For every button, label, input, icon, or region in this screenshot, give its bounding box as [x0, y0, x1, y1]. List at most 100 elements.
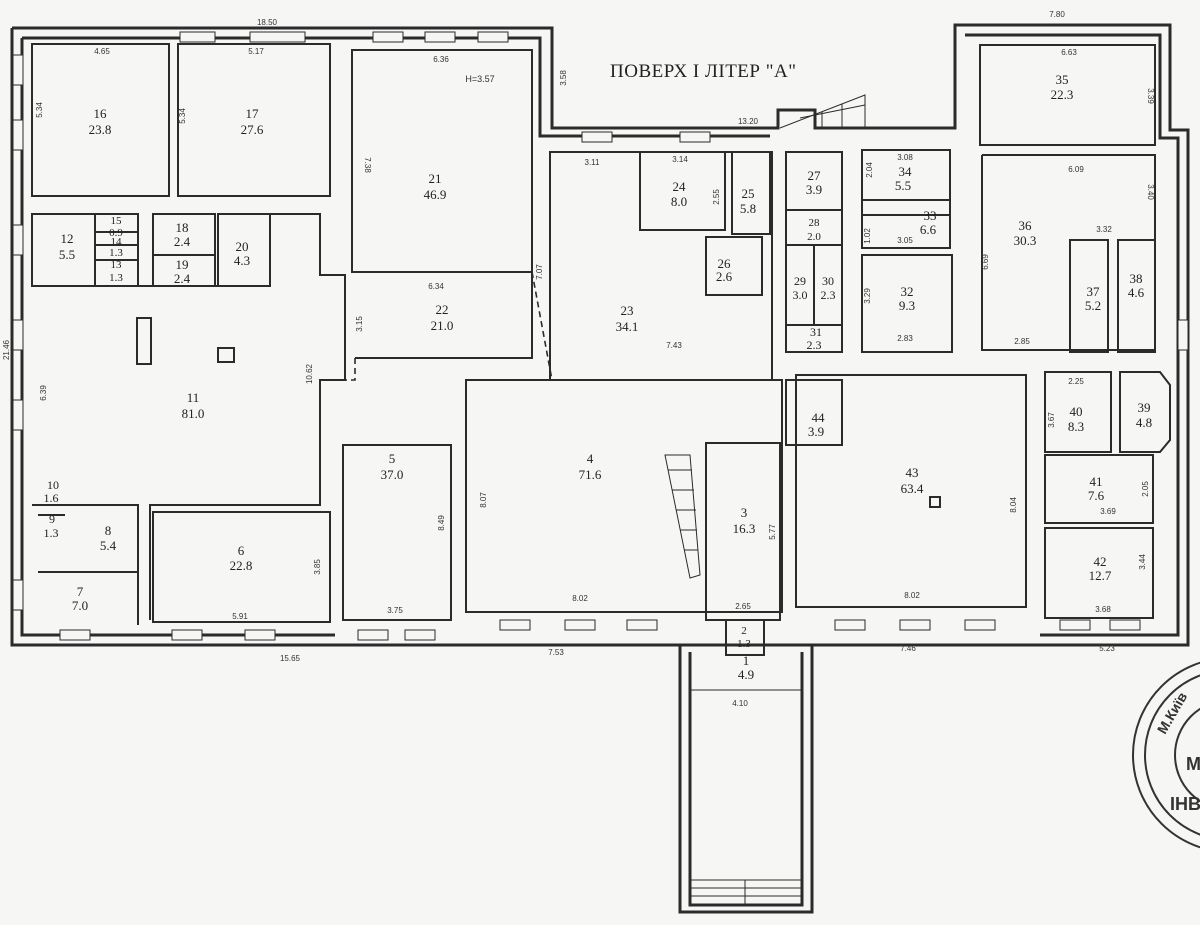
svg-text:8.3: 8.3 — [1068, 419, 1084, 434]
svg-text:5.2: 5.2 — [1085, 298, 1101, 313]
svg-text:3.69: 3.69 — [1100, 507, 1116, 516]
svg-text:5.23: 5.23 — [1099, 644, 1115, 653]
svg-text:5.77: 5.77 — [768, 524, 777, 540]
svg-text:2.04: 2.04 — [865, 162, 874, 178]
dimension-labels: 18.50 4.65 5.17 6.36 3.58 7.80 6.63 3.39… — [2, 10, 1155, 708]
svg-text:6.36: 6.36 — [433, 55, 449, 64]
svg-text:44: 44 — [812, 410, 826, 425]
svg-text:33: 33 — [924, 208, 937, 223]
svg-text:22.3: 22.3 — [1051, 87, 1074, 102]
svg-text:23.8: 23.8 — [89, 122, 112, 137]
svg-text:37: 37 — [1087, 284, 1101, 299]
svg-text:2.4: 2.4 — [174, 234, 191, 249]
room-44: 443.9 — [808, 410, 825, 439]
svg-text:37.0: 37.0 — [381, 467, 404, 482]
svg-text:41: 41 — [1090, 474, 1103, 489]
svg-text:42: 42 — [1094, 554, 1107, 569]
ceiling-height-note: H=3.57 — [465, 74, 494, 84]
svg-text:30: 30 — [822, 274, 834, 288]
windows — [12, 31, 1189, 641]
svg-text:16.3: 16.3 — [733, 521, 756, 536]
svg-text:5.34: 5.34 — [35, 102, 44, 118]
room-30: 302.3 — [821, 274, 836, 302]
svg-text:39: 39 — [1138, 400, 1151, 415]
svg-text:34.1: 34.1 — [616, 319, 639, 334]
svg-text:6.63: 6.63 — [1061, 48, 1077, 57]
room-14: 141.3 — [109, 236, 123, 259]
svg-text:21.46: 21.46 — [2, 339, 11, 360]
svg-text:6.6: 6.6 — [920, 222, 937, 237]
room-18: 182.4 — [174, 220, 191, 249]
room-28: 282.0 — [807, 217, 821, 243]
svg-text:7.43: 7.43 — [666, 341, 682, 350]
svg-text:1.6: 1.6 — [44, 491, 59, 505]
svg-text:7: 7 — [77, 584, 84, 599]
room-19: 192.4 — [174, 257, 191, 286]
svg-text:7.53: 7.53 — [548, 648, 564, 657]
room-12: 125.5 — [59, 231, 75, 262]
svg-text:3.67: 3.67 — [1047, 412, 1056, 428]
svg-text:3.15: 3.15 — [355, 316, 364, 332]
svg-text:5.5: 5.5 — [895, 178, 911, 193]
svg-text:28: 28 — [809, 217, 821, 229]
svg-text:19: 19 — [176, 257, 189, 272]
svg-text:3.44: 3.44 — [1138, 554, 1147, 570]
room-38: 384.6 — [1128, 271, 1145, 300]
stairs — [664, 94, 866, 905]
room-2: 21.3 — [737, 625, 751, 650]
svg-text:71.6: 71.6 — [579, 467, 602, 482]
svg-text:8.04: 8.04 — [1009, 497, 1018, 513]
svg-text:7.38: 7.38 — [363, 157, 372, 173]
svg-text:3.40: 3.40 — [1146, 184, 1155, 200]
column-marker — [136, 317, 152, 365]
interior-walls — [31, 43, 1171, 656]
svg-text:5.5: 5.5 — [59, 247, 75, 262]
svg-text:5.17: 5.17 — [248, 47, 264, 56]
room-1: 14.9 — [738, 653, 754, 682]
svg-text:7.46: 7.46 — [900, 644, 916, 653]
room-24: 248.0 — [671, 179, 687, 209]
svg-text:3.9: 3.9 — [806, 182, 822, 197]
dashed-openings — [330, 271, 600, 445]
svg-text:3.68: 3.68 — [1095, 605, 1111, 614]
svg-text:5.8: 5.8 — [740, 201, 756, 216]
official-stamp: М.Київ М ІНВ — [1132, 661, 1200, 849]
svg-text:1.3: 1.3 — [109, 247, 123, 259]
svg-text:31: 31 — [810, 325, 822, 339]
svg-text:22.8: 22.8 — [230, 558, 253, 573]
room-39: 394.8 — [1136, 400, 1152, 430]
svg-text:5.91: 5.91 — [232, 612, 248, 621]
svg-text:1: 1 — [743, 653, 750, 668]
svg-text:12: 12 — [61, 231, 74, 246]
svg-text:2.4: 2.4 — [174, 271, 191, 286]
room-20: 204.3 — [234, 239, 250, 268]
svg-text:35: 35 — [1056, 72, 1069, 87]
svg-text:8.02: 8.02 — [904, 591, 920, 600]
svg-text:3.39: 3.39 — [1146, 88, 1155, 104]
room-9: 91.3 — [44, 512, 59, 540]
svg-text:3.58: 3.58 — [559, 70, 568, 86]
room-34: 345.5 — [895, 164, 912, 193]
plan-title: ПОВЕРХ І ЛІТЕР "А" — [610, 61, 796, 82]
svg-text:9.3: 9.3 — [899, 298, 915, 313]
svg-text:3.0: 3.0 — [793, 288, 808, 302]
room-41: 417.6 — [1088, 474, 1105, 503]
svg-text:1.3: 1.3 — [109, 272, 123, 284]
room-10: 101.6 — [44, 478, 60, 505]
svg-text:5: 5 — [389, 451, 396, 466]
svg-text:7.80: 7.80 — [1049, 10, 1065, 19]
svg-text:11: 11 — [187, 390, 200, 405]
svg-text:5.34: 5.34 — [178, 108, 187, 124]
svg-text:3.32: 3.32 — [1096, 225, 1112, 234]
svg-text:6.69: 6.69 — [981, 254, 990, 270]
svg-text:12.7: 12.7 — [1089, 568, 1112, 583]
svg-text:6.39: 6.39 — [39, 385, 48, 401]
